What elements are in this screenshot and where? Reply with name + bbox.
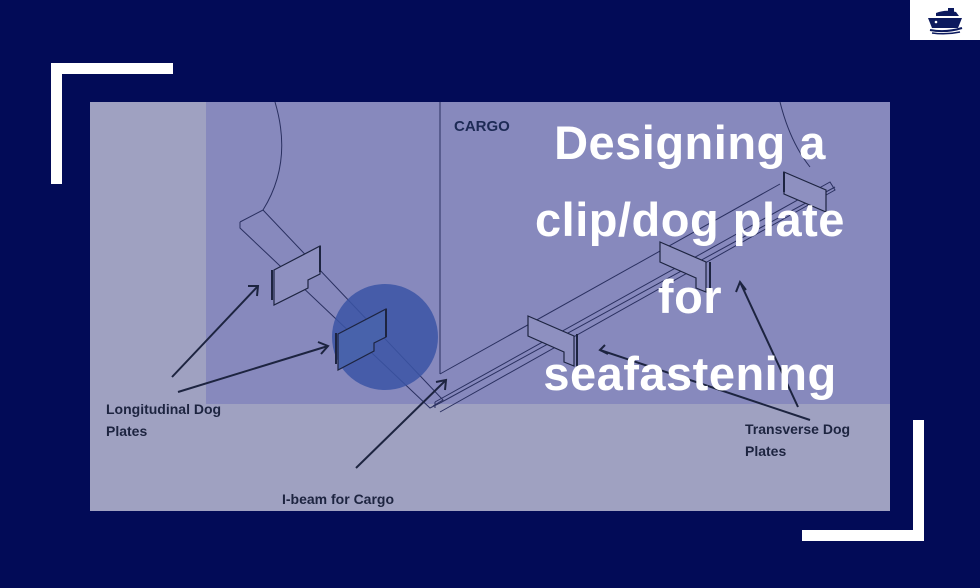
ibeam-label: I-beam for Cargo [282, 491, 395, 507]
transverse-dog-plates-label: Transverse Dog Plates [745, 418, 850, 462]
logo-box [910, 0, 980, 40]
seafastening-diagram: CARGO Longitudinal Dog Plates I-beam for… [90, 102, 890, 511]
frame-corner-top-left [51, 63, 173, 74]
cargo-label: CARGO [454, 118, 510, 135]
label-line: Transverse Dog [745, 421, 851, 437]
label-line: Plates [745, 443, 787, 459]
page-title: Designing a clip/dog plate for seafasten… [490, 104, 890, 412]
title-line-3: for [657, 270, 723, 323]
diagram-drawing [171, 102, 836, 469]
title-line-4: seafastening [543, 347, 837, 400]
frame-corner-bottom-right-vertical [913, 420, 924, 541]
frame-corner-bottom-right [802, 530, 924, 541]
title-line-2: clip/dog plate [535, 193, 845, 246]
longitudinal-dog-plates-label: Longitudinal Dog Plates [106, 398, 221, 442]
title-line-1: Designing a [554, 116, 826, 169]
label-line: Plates [106, 423, 148, 439]
frame-corner-top-left-vertical [51, 63, 62, 184]
ship-icon [928, 8, 963, 35]
label-line: Longitudinal Dog [106, 401, 222, 417]
